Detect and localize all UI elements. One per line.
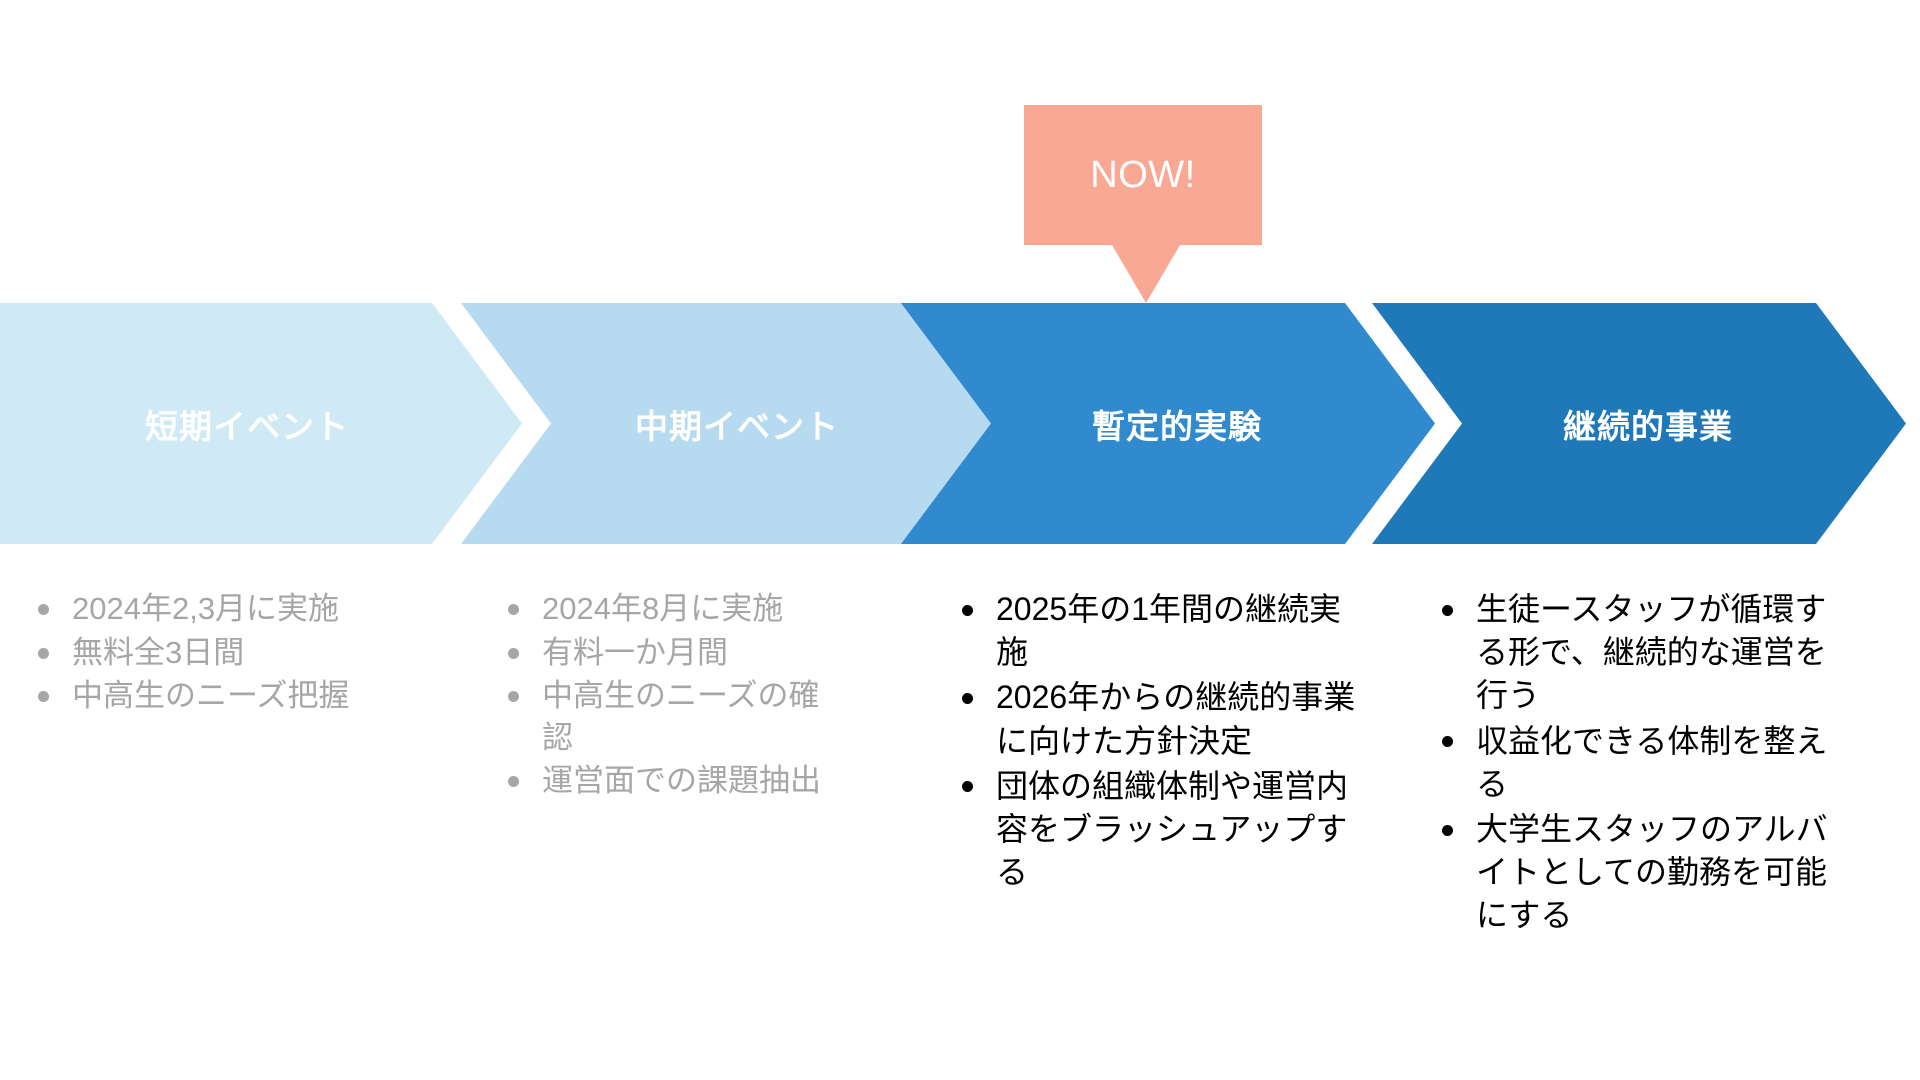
process-stage-label: 暫定的実験 <box>1092 407 1262 445</box>
bullet-text: 有料一か月間 <box>542 634 728 670</box>
bullet-dot-icon <box>38 604 49 616</box>
bullet-dot-icon <box>962 781 973 793</box>
bullet-item: 無料全3日間 <box>28 632 400 674</box>
process-stage-continuous-business[interactable]: 継続的事業 <box>1372 303 1906 544</box>
now-callout-label: NOW! <box>1090 154 1196 196</box>
bullet-dot-icon <box>1442 604 1453 616</box>
bullet-text: 大学生スタッフのアルバイトとしての勤務を可能にする <box>1476 810 1828 934</box>
bullet-dot-icon <box>508 691 519 703</box>
process-stage-short-term-event[interactable]: 短期イベント <box>0 303 522 544</box>
bullet-dot-icon <box>508 604 519 616</box>
bullet-item: 生徒ースタッフが循環する形で、継続的な運営を行う <box>1432 588 1832 718</box>
stage-details-columns: 2024年2,3月に実施無料全3日間中高生のニーズ把握 2024年8月に実施有料… <box>0 588 1920 1028</box>
bullet-item: 2026年からの継続的事業に向けた方針決定 <box>952 676 1362 762</box>
bullet-item: 中高生のニーズの確認 <box>498 675 828 758</box>
bullet-list: 2024年2,3月に実施無料全3日間中高生のニーズ把握 <box>28 588 400 717</box>
bullet-dot-icon <box>1442 824 1453 836</box>
now-callout-body: NOW! <box>1024 105 1262 245</box>
bullet-item: 中高生のニーズ把握 <box>28 675 400 717</box>
bullet-item: 2024年8月に実施 <box>498 588 828 630</box>
bullet-text: 生徒ースタッフが循環する形で、継続的な運営を行う <box>1476 591 1827 714</box>
bullet-dot-icon <box>508 647 519 659</box>
bullet-text: 中高生のニーズの確認 <box>542 678 820 755</box>
bullet-dot-icon <box>1442 736 1453 748</box>
bullet-text: 2026年からの継続的事業に向けた方針決定 <box>996 679 1356 759</box>
stage-details-column-4: 生徒ースタッフが循環する形で、継続的な運営を行う収益化できる体制を整える大学生ス… <box>1432 588 1832 940</box>
stage-details-column-2: 2024年8月に実施有料一か月間中高生のニーズの確認運営面での課題抽出 <box>498 588 828 804</box>
bullet-item: 有料一か月間 <box>498 632 828 674</box>
bullet-item: 団体の組織体制や運営内容をブラッシュアップする <box>952 765 1362 895</box>
bullet-item: 大学生スタッフのアルバイトとしての勤務を可能にする <box>1432 808 1832 938</box>
bullet-text: 2024年2,3月に実施 <box>72 591 340 626</box>
process-stage-label: 中期イベント <box>635 407 839 445</box>
bullet-text: 運営面での課題抽出 <box>542 763 821 799</box>
bullet-dot-icon <box>962 693 973 704</box>
bullet-dot-icon <box>38 691 49 703</box>
now-callout-tail-icon <box>1112 245 1180 303</box>
bullet-item: 収益化できる体制を整える <box>1432 720 1832 806</box>
now-callout: NOW! <box>1024 105 1262 303</box>
process-stage-label: 短期イベント <box>145 407 349 445</box>
bullet-dot-icon <box>38 647 49 659</box>
bullet-text: 団体の組織体制や運営内容をブラッシュアップする <box>996 767 1349 891</box>
bullet-item: 2025年の1年間の継続実施 <box>952 588 1362 674</box>
bullet-text: 2025年の1年間の継続実施 <box>996 591 1341 671</box>
bullet-text: 無料全3日間 <box>72 634 245 670</box>
bullet-text: 2024年8月に実施 <box>542 591 784 626</box>
bullet-dot-icon <box>962 604 973 616</box>
process-stage-label: 継続的事業 <box>1563 407 1733 445</box>
process-arrow-band: 短期イベント 中期イベント 暫定的実験 継続的事業 <box>0 303 1920 544</box>
process-stage-mid-term-event[interactable]: 中期イベント <box>461 303 995 544</box>
bullet-list: 生徒ースタッフが循環する形で、継続的な運営を行う収益化できる体制を整える大学生ス… <box>1432 588 1832 938</box>
bullet-text: 収益化できる体制を整える <box>1476 722 1828 802</box>
bullet-item: 運営面での課題抽出 <box>498 760 828 802</box>
stage-details-column-1: 2024年2,3月に実施無料全3日間中高生のニーズ把握 <box>28 588 400 719</box>
bullet-dot-icon <box>508 776 519 788</box>
bullet-text: 中高生のニーズ把握 <box>72 678 350 714</box>
bullet-item: 2024年2,3月に実施 <box>28 588 400 630</box>
bullet-list: 2024年8月に実施有料一か月間中高生のニーズの確認運営面での課題抽出 <box>498 588 828 802</box>
